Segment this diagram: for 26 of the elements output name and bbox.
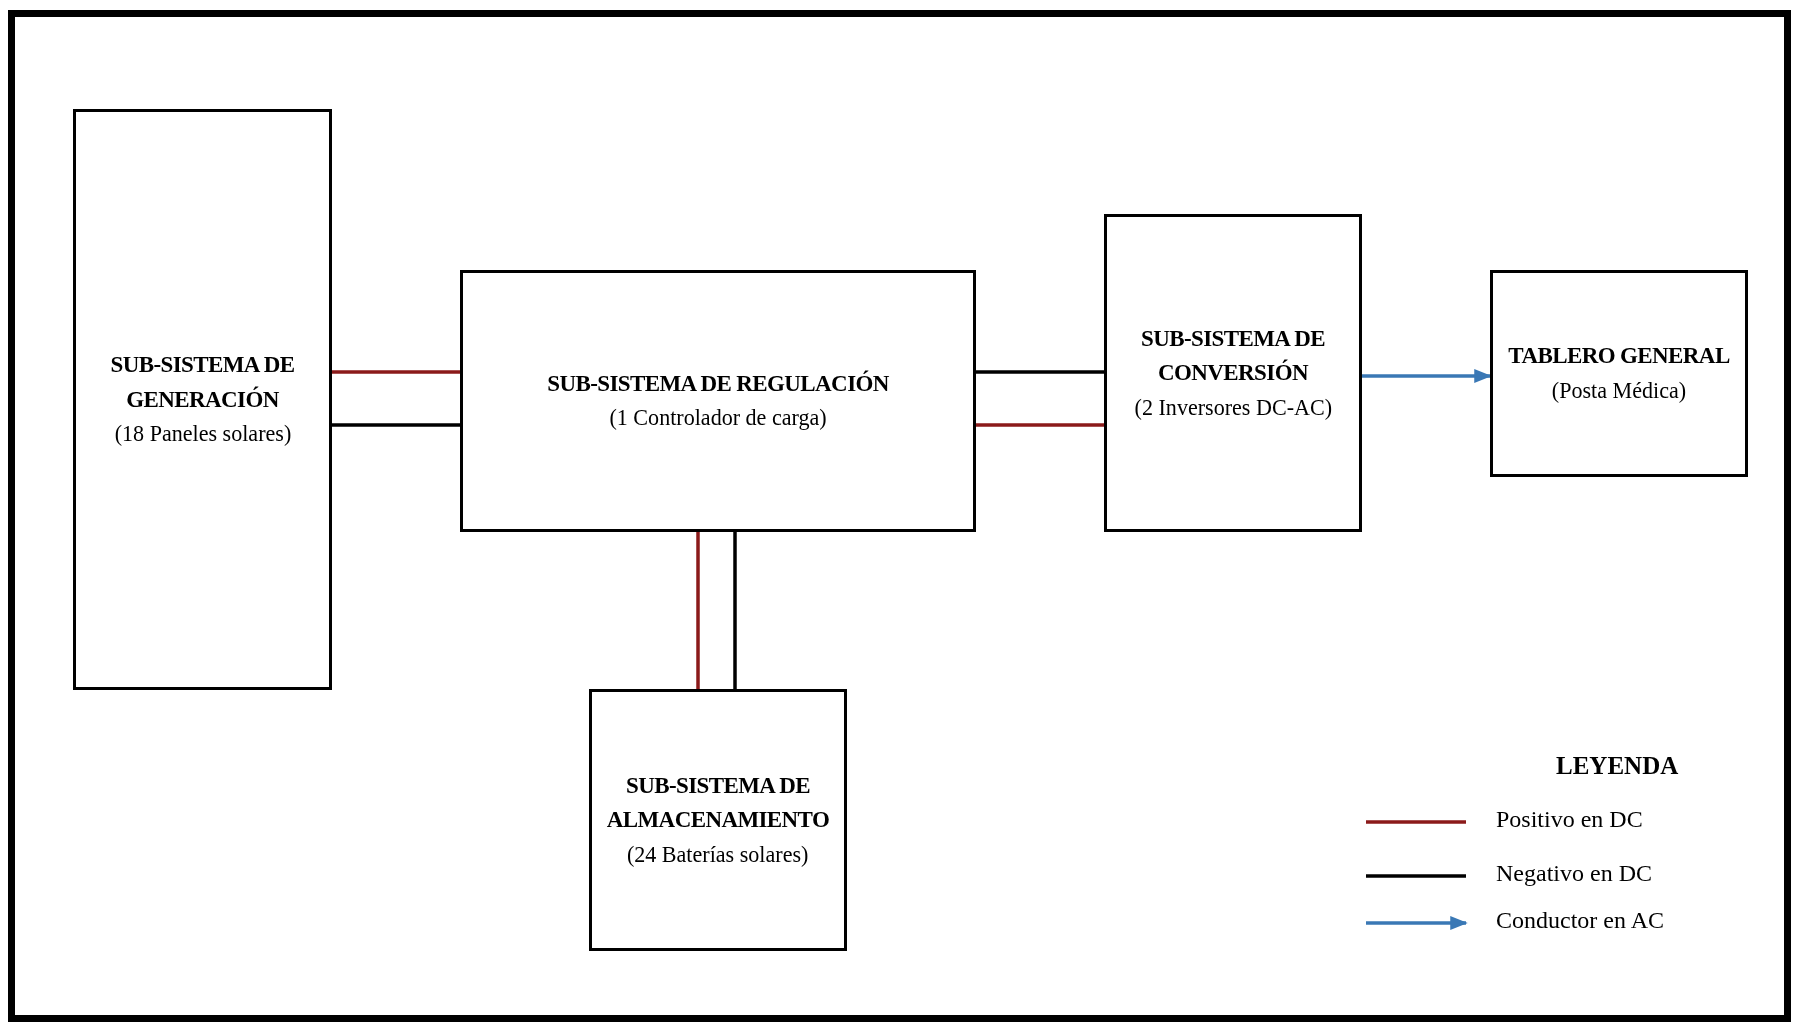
box-subtitle: (2 Inversores DC-AC) (1134, 392, 1332, 422)
wire (332, 423, 460, 427)
process-box (589, 689, 847, 951)
legend-text: Negativo en DC (1496, 860, 1652, 887)
process-box (1490, 270, 1748, 477)
box-title: SUB-SISTEMA DE ALMACENAMIENTO (605, 771, 831, 835)
wire (332, 370, 460, 374)
box-title: SUB-SISTEMA DE GENERACIÓN (109, 351, 296, 414)
box-title: SUB-SISTEMA DE REGULACIÓN (547, 369, 889, 398)
legend-title: LEYENDA (1556, 752, 1679, 780)
arrow (1362, 369, 1492, 383)
wire (696, 532, 700, 689)
process-box (460, 270, 976, 532)
process-box (1104, 214, 1362, 532)
box-title: SUB-SISTEMA DE CONVERSIÓN (1140, 324, 1326, 388)
wire (733, 532, 737, 689)
box-subtitle: (Posta Médica) (1551, 375, 1687, 405)
box-subtitle: (24 Baterías solares) (627, 839, 809, 869)
legend-text: Conductor en AC (1496, 907, 1664, 934)
wire (976, 370, 1104, 374)
process-box (73, 109, 332, 690)
legend-text: Positivo en DC (1496, 806, 1643, 833)
box-subtitle: (18 Paneles solares) (114, 419, 291, 449)
wire (976, 423, 1104, 427)
box-title: TABLERO GENERAL (1508, 342, 1730, 371)
box-subtitle: (1 Controlador de carga) (609, 403, 827, 433)
